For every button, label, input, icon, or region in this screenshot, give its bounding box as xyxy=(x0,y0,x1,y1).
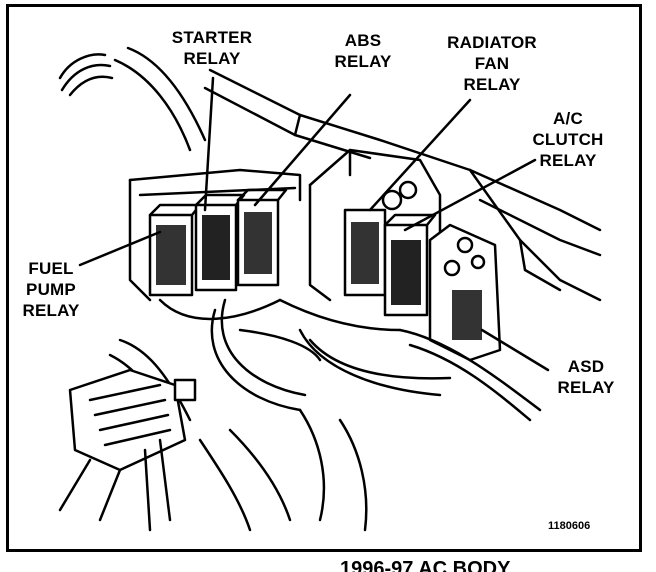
ac-clutch-relay xyxy=(383,213,437,317)
asd-relay-label: ASD RELAY xyxy=(557,357,615,397)
wiring-harness xyxy=(108,298,542,532)
radiator-fan-relay-label: RADIATOR FAN RELAY xyxy=(447,33,537,94)
fuel-pump-relay-label: FUEL PUMP RELAY xyxy=(22,259,80,320)
abs-relay-left-group xyxy=(236,188,288,287)
abs-relay-label: ABS RELAY xyxy=(334,31,392,71)
figure-number: 1180606 xyxy=(548,520,591,532)
ac-clutch-relay-label: A/C CLUTCH RELAY xyxy=(532,109,604,170)
fuel-pump-relay xyxy=(148,203,202,297)
caption-fragment: 1996-97 AC BODY xyxy=(340,558,511,572)
right-relay-bracket xyxy=(308,148,442,302)
body-panel xyxy=(203,68,602,302)
harness-connector xyxy=(58,368,292,532)
diagram-frame xyxy=(6,4,642,552)
starter-relay xyxy=(194,193,246,292)
fender-outline xyxy=(58,46,207,152)
leader-lines xyxy=(78,76,550,372)
asd-relay xyxy=(428,223,502,362)
starter-relay-label: STARTER RELAY xyxy=(171,28,253,68)
